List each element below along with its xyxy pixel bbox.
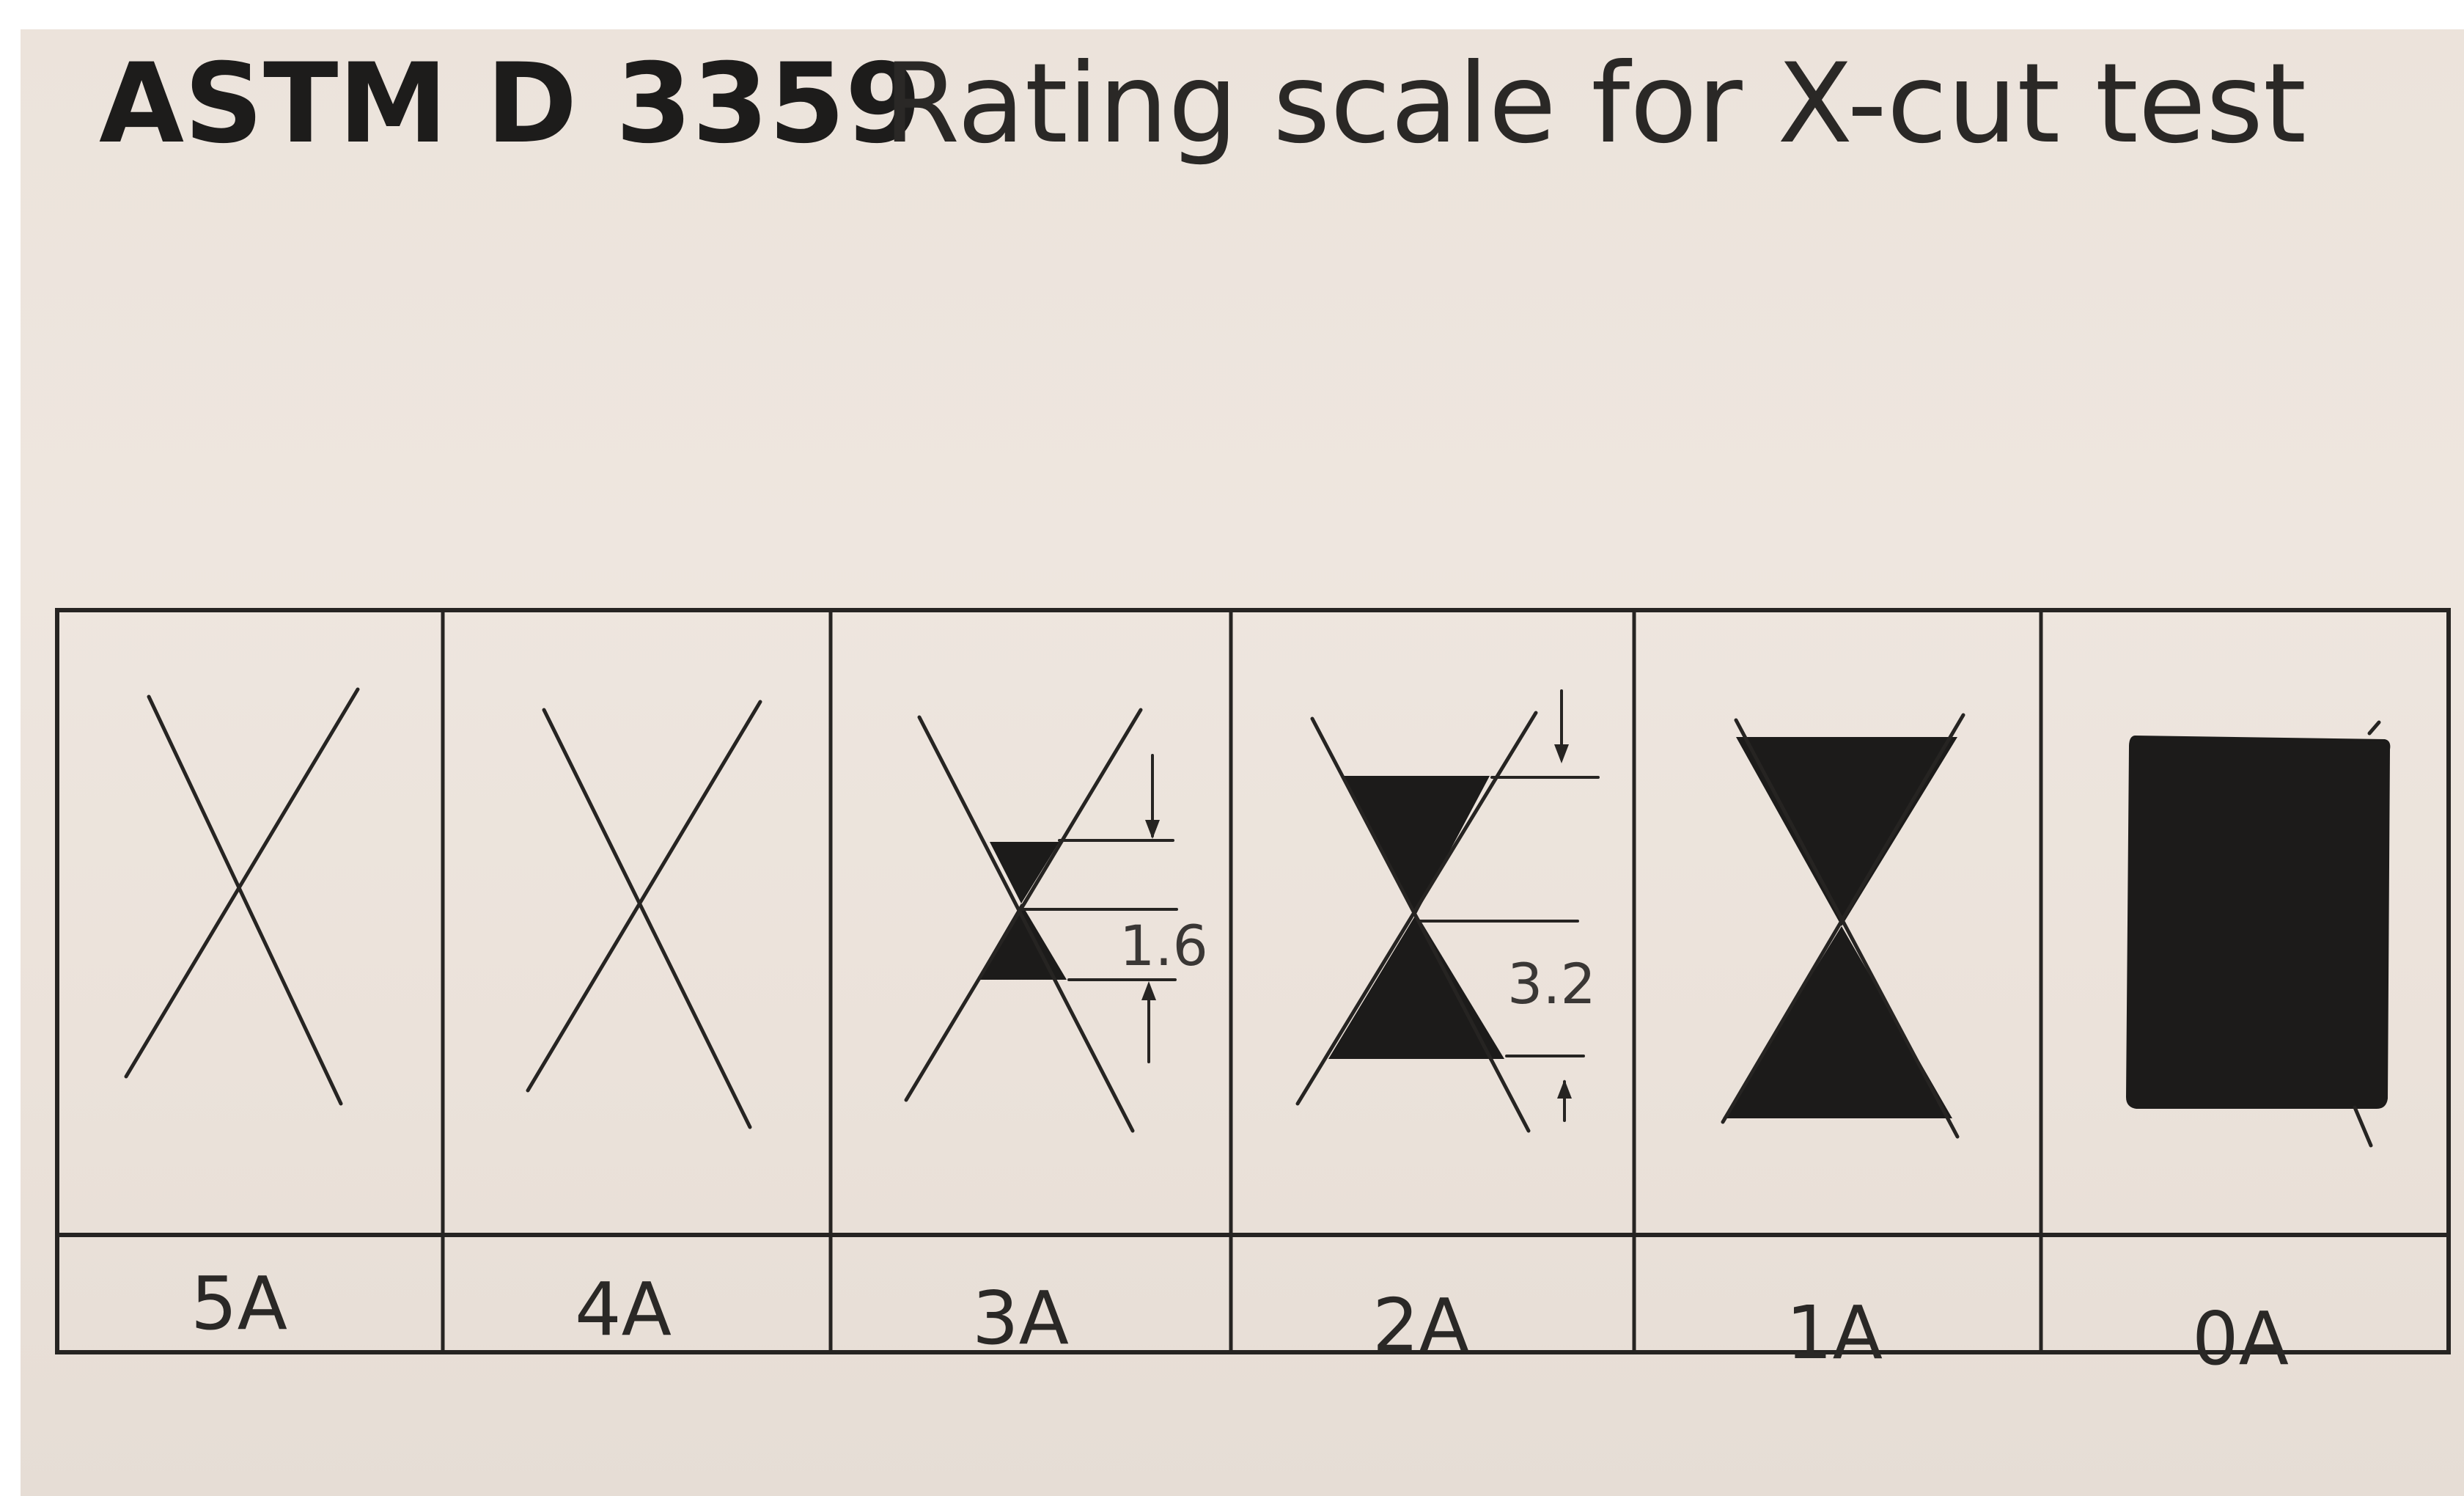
rating-2a-illustration xyxy=(1295,689,1600,1133)
arrow-head-icon xyxy=(1141,981,1156,1000)
dimension-label: 3.2 xyxy=(1507,951,1596,1016)
arrow-head-icon xyxy=(1145,820,1160,839)
arrow-head-icon xyxy=(1554,744,1569,763)
rating-4a-illustration xyxy=(526,700,762,1129)
paper-background xyxy=(21,29,2464,1496)
rating-label-3a: 3A xyxy=(972,1275,1069,1361)
rating-label-0a: 0A xyxy=(2192,1296,2289,1382)
removed-coating-area xyxy=(2126,736,2391,1109)
dimension-label: 1.6 xyxy=(1119,913,1208,978)
removed-coating-area xyxy=(1328,914,1504,1059)
rating-label-4a: 4A xyxy=(575,1266,672,1352)
figure-description: Rating scale for X-cut test xyxy=(883,40,2306,168)
removed-coating-area xyxy=(1343,776,1490,914)
removed-coating-area xyxy=(1723,926,1952,1118)
rating-label-1a: 1A xyxy=(1786,1290,1883,1376)
removed-coating-area xyxy=(1736,737,1957,926)
table-outline xyxy=(55,608,2451,1354)
rating-1a-illustration xyxy=(1721,713,1965,1139)
arrow-head-icon xyxy=(1557,1079,1572,1099)
rating-3a-illustration xyxy=(904,708,1178,1133)
rating-5a-illustration xyxy=(124,687,360,1106)
rating-label-5a: 5A xyxy=(191,1261,287,1346)
rating-0a-illustration xyxy=(2126,720,2391,1148)
removed-coating-area xyxy=(990,842,1059,903)
rating-label-2a: 2A xyxy=(1372,1283,1469,1368)
standard-code: ASTM D 3359 xyxy=(99,40,922,168)
